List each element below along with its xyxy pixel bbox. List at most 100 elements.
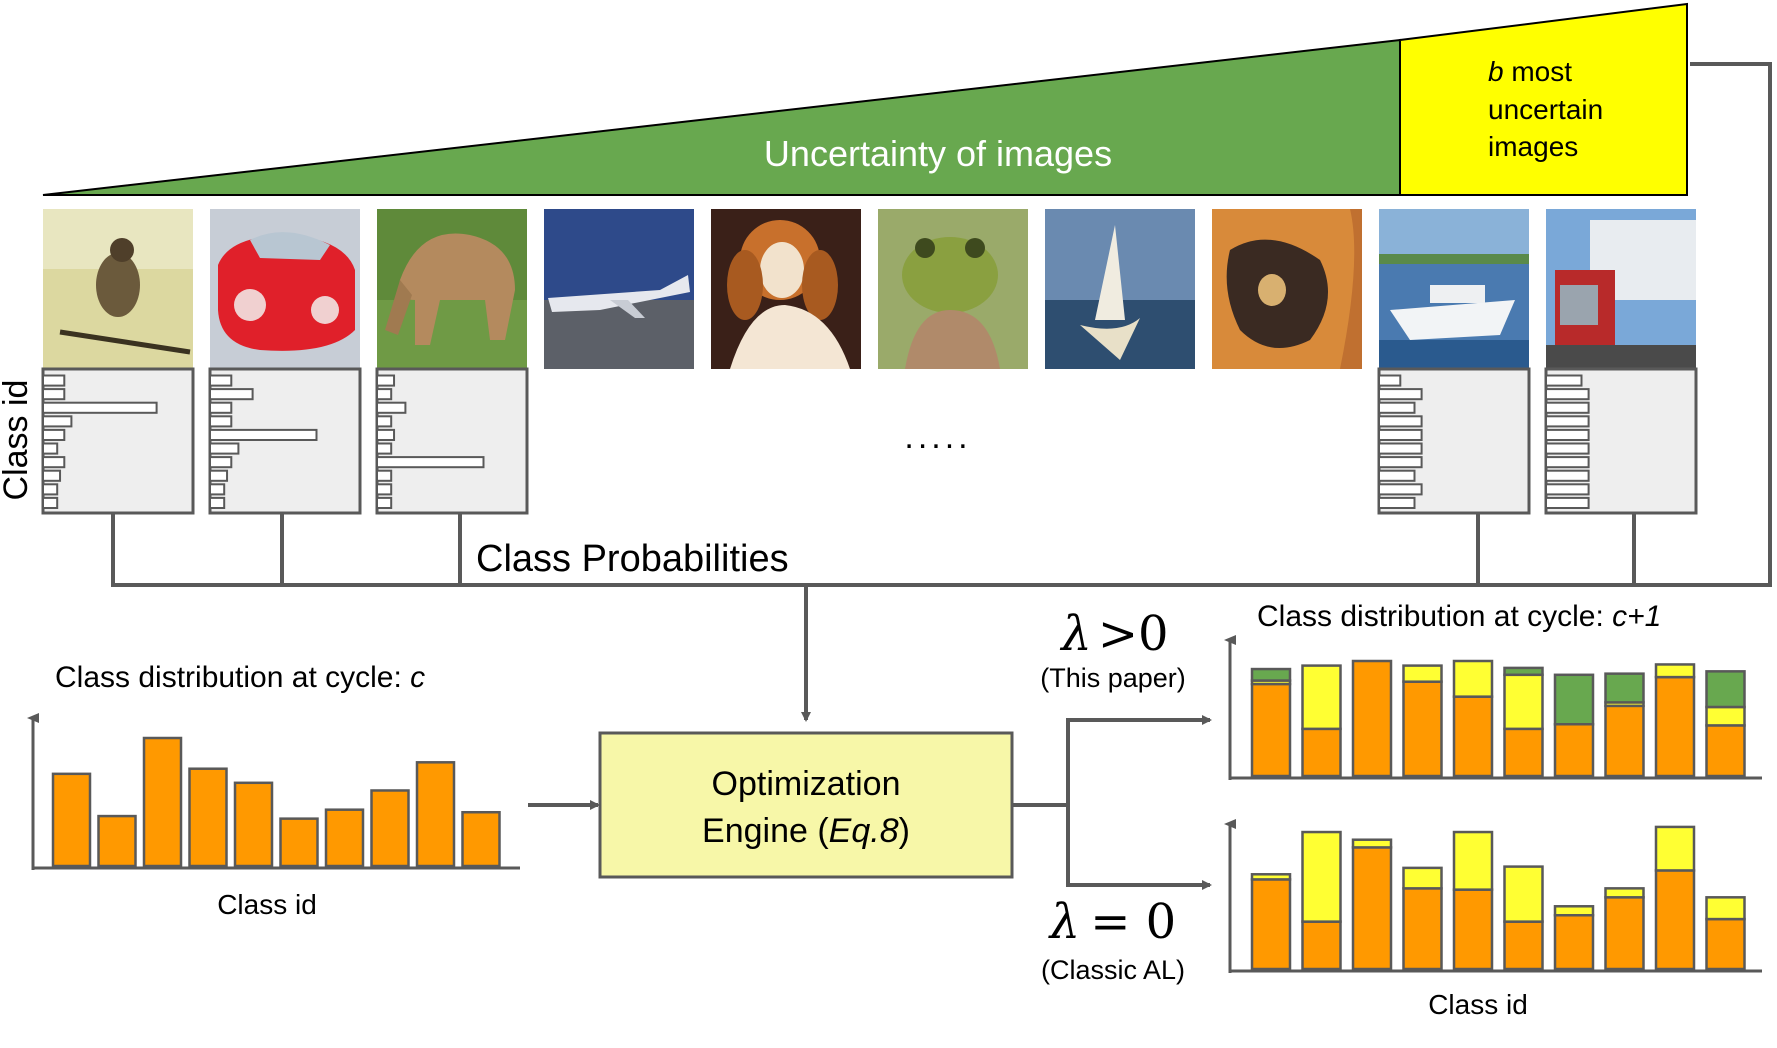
histogram-bar xyxy=(42,456,66,469)
uncertainty-label: Uncertainty of images xyxy=(764,133,1112,174)
chart-c-xlabel: Class id xyxy=(217,889,317,920)
probability-histogram xyxy=(1377,367,1531,515)
chart-bar xyxy=(142,736,183,868)
chart-c2-xlabel: Class id xyxy=(1428,989,1528,1020)
chart-bar xyxy=(1452,830,1494,891)
histogram-bar xyxy=(42,469,62,482)
chart-c1-title: Class distribution at cycle: c+1 xyxy=(1257,600,1661,633)
histogram-bar xyxy=(1378,401,1416,414)
chart-bar xyxy=(1503,865,1544,923)
bird-image xyxy=(43,209,193,369)
chart-cycle-c1-lambda-positive: Class distribution at cycle: c+1 xyxy=(1224,600,1762,780)
histogram-bar xyxy=(1378,388,1423,401)
chart-bar xyxy=(1553,673,1595,726)
truck-image xyxy=(1546,209,1696,369)
lambda-positive-note: (This paper) xyxy=(1040,663,1186,693)
chart-bar xyxy=(1604,896,1645,971)
horse-image xyxy=(377,209,527,369)
histogram-bar xyxy=(42,415,73,428)
chart-bar xyxy=(1553,913,1595,971)
histogram-bar xyxy=(376,496,393,509)
histogram-bar xyxy=(376,456,485,469)
chart-bar xyxy=(1503,673,1544,731)
chart-bar xyxy=(324,808,365,868)
chart-bar xyxy=(1250,667,1292,682)
chart-bar xyxy=(1301,920,1342,971)
chart-bar xyxy=(1654,675,1696,778)
chart-bar xyxy=(415,761,456,868)
chart-bar xyxy=(1250,878,1292,971)
chart-cycle-c1-lambda-zero: Class id xyxy=(1224,819,1762,1020)
most-uncertain-yellow-region xyxy=(1399,2,1688,196)
chart-bar xyxy=(1705,705,1746,727)
histogram-bar xyxy=(376,469,393,482)
histogram-bar xyxy=(1545,388,1590,401)
chart-bar xyxy=(279,817,319,868)
lambda-zero-note: (Classic AL) xyxy=(1041,955,1185,985)
histogram-bar xyxy=(1545,496,1590,509)
chart-bar xyxy=(1705,724,1746,778)
probability-histogram xyxy=(375,367,529,515)
chart-bar xyxy=(461,810,501,868)
uncertainty-wedge: Uncertainty of images b most uncertain i… xyxy=(42,2,1688,196)
histogram-bar xyxy=(376,388,393,401)
chart-bar xyxy=(1402,866,1443,890)
histogram-bar xyxy=(209,442,240,455)
histogram-bar xyxy=(209,388,254,401)
lambda-zero-formula: λ= 0 xyxy=(1048,894,1176,950)
chart-bar xyxy=(1452,888,1494,971)
histogram-bar xyxy=(1545,415,1590,428)
histogram-bar xyxy=(1545,469,1590,482)
image-thumbnails xyxy=(43,209,1696,369)
uncertainty-green-region xyxy=(42,38,1401,196)
chart-bar xyxy=(1402,680,1443,778)
airplane-image xyxy=(544,209,694,369)
histogram-bar xyxy=(42,401,158,414)
connector-lines xyxy=(111,62,1772,890)
most-uncertain-label-line1: b most xyxy=(1488,56,1572,87)
lambda-zero-label: λ= 0 (Classic AL) xyxy=(1041,894,1185,985)
chart-bar xyxy=(97,814,137,868)
chart-bar xyxy=(1351,846,1393,971)
class-id-vertical-label: Class id xyxy=(0,380,35,501)
histogram-bar xyxy=(1545,374,1583,387)
dog-image xyxy=(711,209,861,369)
histogram-bar xyxy=(209,428,318,441)
chart-bar xyxy=(370,789,410,868)
histogram-bar xyxy=(1545,442,1590,455)
histogram-bar xyxy=(1545,428,1590,441)
chart-bar xyxy=(233,781,274,868)
histogram-bar xyxy=(42,442,59,455)
histogram-bar xyxy=(1545,483,1590,496)
histogram-bar xyxy=(209,415,233,428)
histogram-bar xyxy=(1378,374,1402,387)
chart-bar xyxy=(1402,887,1443,971)
chart-bar xyxy=(1604,704,1645,778)
chart-bar xyxy=(1503,666,1544,677)
frog-image xyxy=(878,209,1028,369)
probability-histograms xyxy=(41,367,1698,515)
chart-bar xyxy=(51,772,92,868)
most-uncertain-label-line2: uncertain xyxy=(1488,94,1603,125)
chart-bar xyxy=(188,767,228,868)
ellipsis: ..... xyxy=(904,418,971,456)
car-image xyxy=(210,209,360,369)
chart-bar xyxy=(1705,670,1746,709)
histogram-bar xyxy=(42,388,66,401)
histogram-bar xyxy=(1378,442,1423,455)
chart-c1-bars xyxy=(1250,659,1746,778)
chart-bar xyxy=(1503,920,1544,971)
histogram-bar xyxy=(209,456,233,469)
optimization-engine: Optimization Engine (Eq.8) xyxy=(598,731,1014,879)
chart-bar xyxy=(1654,825,1696,872)
chart-bar xyxy=(1604,672,1645,704)
histogram-bar xyxy=(1378,483,1423,496)
chart-bar xyxy=(1402,664,1443,683)
histogram-bar xyxy=(1545,456,1590,469)
chart-bar xyxy=(1250,682,1292,778)
chart-bar xyxy=(1250,873,1292,881)
chart-bar xyxy=(1654,663,1696,679)
histogram-bar xyxy=(376,415,393,428)
histogram-bar xyxy=(1378,428,1423,441)
probability-histogram xyxy=(208,367,362,515)
